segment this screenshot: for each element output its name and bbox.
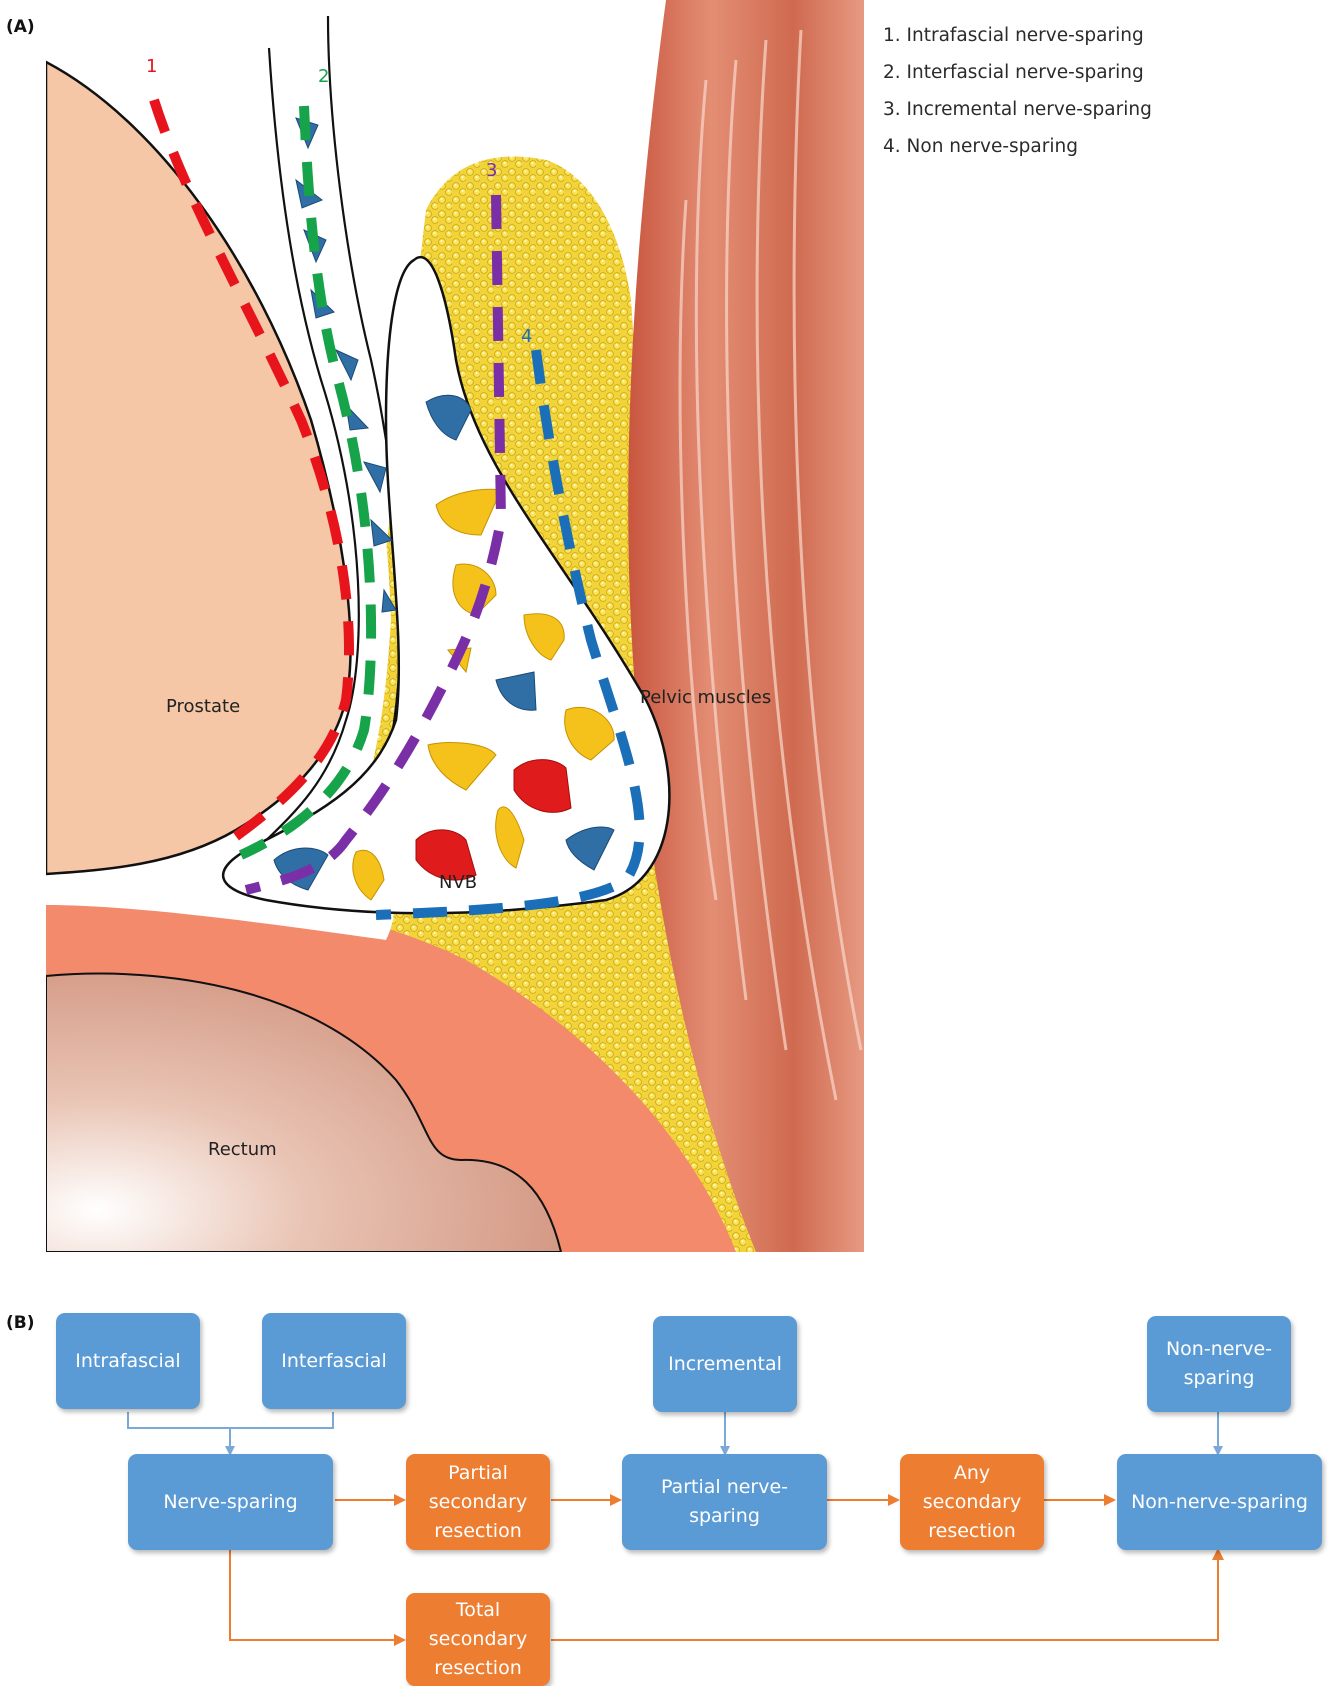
rectum-label: Rectum xyxy=(208,1139,277,1160)
marker-1: 1 xyxy=(146,56,157,77)
flowchart: Intrafascial Interfascial Incremental No… xyxy=(0,1290,1332,1686)
prostate-label: Prostate xyxy=(166,696,240,717)
legend-item-interfascial: 2. Interfascial nerve-sparing xyxy=(883,59,1152,96)
connector-intrafascial-join xyxy=(128,1412,333,1428)
legend-item-intrafascial: 1. Intrafascial nerve-sparing xyxy=(883,22,1152,59)
legend-item-incremental: 3. Incremental nerve-sparing xyxy=(883,96,1152,133)
anatomy-svg: 1 2 3 4 Prostate Pelvic muscles NVB Rect… xyxy=(46,0,864,1252)
box-intrafascial: Intrafascial xyxy=(56,1313,200,1409)
box-incremental: Incremental xyxy=(653,1316,797,1412)
box-partial-nerve-sparing: Partial nerve-sparing xyxy=(622,1454,827,1550)
marker-3: 3 xyxy=(486,160,497,181)
pelvic-muscles-label: Pelvic muscles xyxy=(640,687,771,708)
legend: 1. Intrafascial nerve-sparing 2. Interfa… xyxy=(883,22,1152,170)
legend-item-non-nerve-sparing: 4. Non nerve-sparing xyxy=(883,133,1152,170)
marker-4: 4 xyxy=(521,326,532,347)
box-total-secondary-resection: Total secondary resection xyxy=(406,1593,550,1686)
box-nerve-sparing: Nerve-sparing xyxy=(128,1454,333,1550)
box-non-nerve-sparing-top: Non-nerve-sparing xyxy=(1147,1316,1291,1412)
connector-total-to-non-nerve-sparing xyxy=(551,1550,1218,1640)
anatomy-illustration: 1 2 3 4 Prostate Pelvic muscles NVB Rect… xyxy=(46,0,864,1252)
box-non-nerve-sparing-result: Non-nerve-sparing xyxy=(1117,1454,1322,1550)
box-any-secondary-resection: Any secondary resection xyxy=(900,1454,1044,1550)
connector-to-total-secondary xyxy=(230,1546,404,1640)
panel-a-label: (A) xyxy=(6,17,35,37)
box-partial-secondary-resection: Partial secondary resection xyxy=(406,1454,550,1550)
marker-2: 2 xyxy=(318,66,329,87)
nvb-label: NVB xyxy=(439,872,477,893)
box-interfascial: Interfascial xyxy=(262,1313,406,1409)
